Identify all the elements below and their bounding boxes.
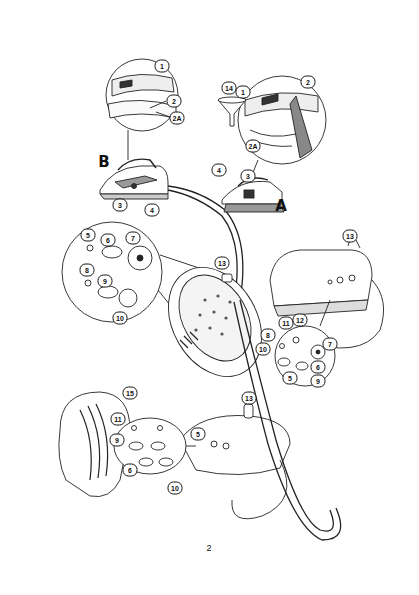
callout-number: 15 [123, 387, 138, 400]
callout-number: 5 [191, 428, 206, 441]
callout-number: 10 [113, 312, 128, 325]
callout-number: 8 [261, 329, 276, 342]
callout-number: 9 [98, 275, 113, 288]
callout-number: 12 [293, 314, 308, 327]
callout-number: 14 [222, 82, 237, 95]
callout-number: 4 [145, 204, 160, 217]
callout-number: 5 [283, 372, 298, 385]
callout-number: 7 [126, 232, 141, 245]
callout-number: 3 [241, 170, 256, 183]
callout-number: 10 [168, 482, 183, 495]
callout-number: 9 [311, 375, 326, 388]
callout-number: 11 [279, 317, 294, 330]
view-letter: B [98, 153, 109, 171]
callout-number: 11 [111, 413, 126, 426]
callout-number: 13 [343, 230, 358, 243]
callout-number: 1 [236, 86, 251, 99]
callout-number: 4 [212, 164, 227, 177]
view-letter: A [275, 197, 287, 215]
callout-number: 5 [81, 229, 96, 242]
callout-number: 7 [323, 338, 338, 351]
callout-number: 2 [301, 76, 316, 89]
callout-number: 1 [155, 60, 170, 73]
callout-number: 2A [170, 112, 185, 125]
callout-number: 10 [256, 343, 271, 356]
callout-number: 6 [123, 464, 138, 477]
callout-number: 8 [80, 264, 95, 277]
callout-number: 2 [167, 95, 182, 108]
callout-number: 13 [242, 392, 257, 405]
callout-number: 2A [246, 140, 261, 153]
callout-number: 6 [311, 361, 326, 374]
page-number: 2 [206, 543, 211, 553]
callout-number: 9 [110, 434, 125, 447]
callout-number: 6 [101, 234, 116, 247]
callout-number: 3 [113, 199, 128, 212]
callout-number: 13 [215, 257, 230, 270]
